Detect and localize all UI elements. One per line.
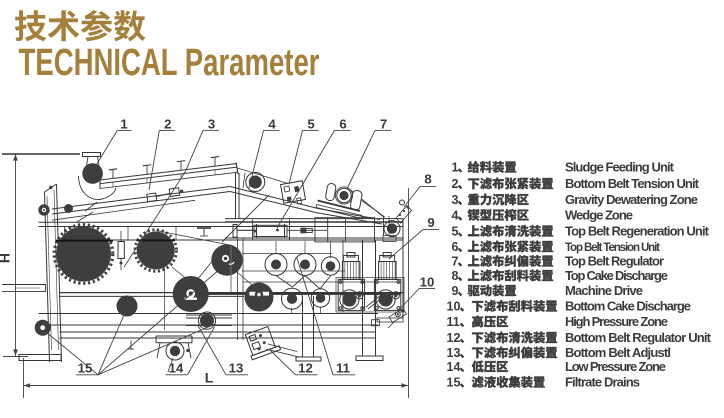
svg-text:Bottom Cake Discharge: Bottom Cake Discharge [565,299,691,314]
svg-text:7: 7 [380,117,387,132]
svg-text:L: L [205,370,214,386]
svg-text:4: 4 [268,117,276,132]
svg-text:3: 3 [452,193,459,207]
svg-text:Top Belt Tension Unit: Top Belt Tension Unit [565,242,660,254]
svg-text:Top Belt Regulator: Top Belt Regulator [565,254,664,269]
svg-text:8: 8 [424,172,431,187]
svg-text:Bottom Belt Regulator Unit: Bottom Belt Regulator Unit [565,330,712,345]
svg-text:14: 14 [169,361,184,376]
svg-text:Wedge Zone: Wedge Zone [565,208,633,223]
svg-text:Low Pressure Zone: Low Pressure Zone [565,359,666,374]
svg-text:8: 8 [452,269,459,283]
svg-text:11: 11 [447,315,460,329]
svg-text:5: 5 [307,117,314,132]
svg-text:14: 14 [447,360,461,374]
svg-text:2: 2 [164,117,171,132]
svg-text:H: H [0,253,13,263]
svg-text:4: 4 [452,209,459,223]
svg-text:Top Belt Regeneration Unit: Top Belt Regeneration Unit [565,224,710,239]
svg-text:TECHNICAL Parameter: TECHNICAL Parameter [19,42,320,84]
svg-text:12: 12 [447,331,461,345]
svg-text:Machine Drive: Machine Drive [565,283,643,298]
svg-text:13: 13 [447,346,461,360]
svg-text:12: 12 [298,361,313,376]
svg-text:Gravity Dewatering Zone: Gravity Dewatering Zone [565,192,698,207]
svg-text:2: 2 [452,177,459,191]
svg-text:High Pressure Zone: High Pressure Zone [565,314,668,329]
svg-text:7: 7 [452,255,459,269]
svg-text:Filtrate Drains: Filtrate Drains [565,375,640,390]
svg-text:6: 6 [339,117,346,132]
svg-text:9: 9 [452,284,459,298]
svg-text:10: 10 [447,300,461,314]
svg-text:1: 1 [452,161,459,175]
svg-text:5: 5 [452,225,459,239]
svg-text:Top Cake Discharge: Top Cake Discharge [565,268,668,283]
svg-text:Bottom Belt Adjustl: Bottom Belt Adjustl [565,345,671,360]
svg-text:Sludge Feeding Unit: Sludge Feeding Unit [565,160,675,175]
svg-text:9: 9 [427,215,434,230]
svg-text:15: 15 [78,361,93,376]
svg-text:6: 6 [452,240,459,254]
svg-text:11: 11 [336,361,350,376]
svg-text:3: 3 [208,117,215,132]
svg-text:15: 15 [447,376,461,390]
svg-text:1: 1 [120,117,127,132]
svg-text:13: 13 [229,361,244,376]
svg-text:Bottom Belt Tension Unit: Bottom Belt Tension Unit [565,176,700,191]
svg-text:10: 10 [420,275,435,290]
